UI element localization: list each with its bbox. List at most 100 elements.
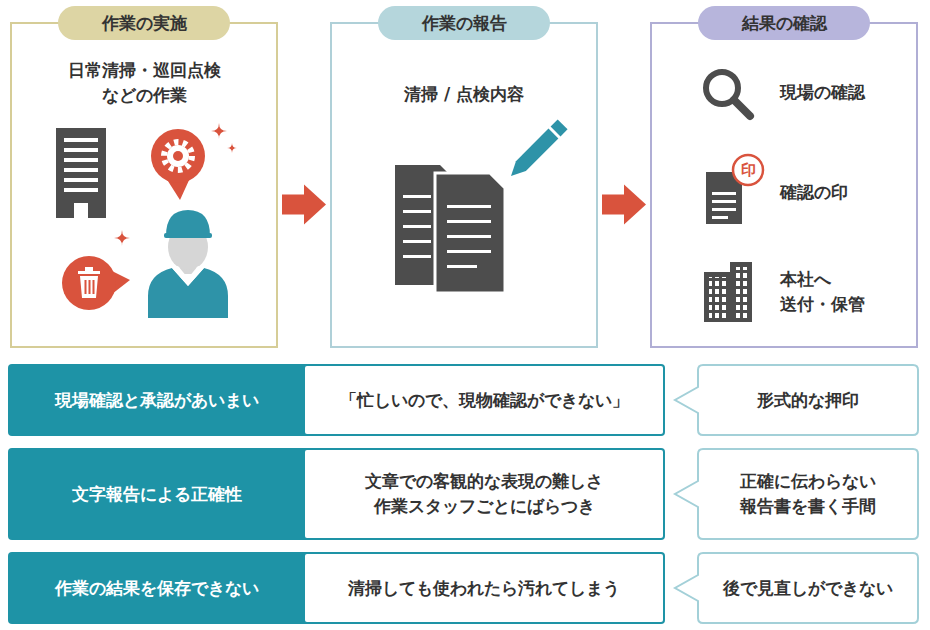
office-building-icon: [64, 188, 98, 192]
result-text: 正確に伝わらない 報告書を書く手間: [740, 469, 876, 518]
text-slot: 清掃 / 点検内容: [332, 82, 596, 107]
result-callout: 後で見直しができない: [697, 552, 919, 624]
magnifier-icon: [706, 72, 750, 116]
office-building-icon: [64, 138, 98, 142]
pencil-icon: [551, 119, 568, 136]
report-documents-icon: [395, 165, 505, 293]
stamp-label: 印: [741, 163, 756, 178]
stamped-document-icon: [712, 216, 728, 219]
gear-bubble-icon: [151, 129, 205, 183]
report-documents-icon: [403, 255, 431, 258]
flow-arrow: [282, 185, 326, 225]
office-building-icon: [64, 148, 98, 152]
label-slot: 印: [741, 163, 756, 178]
process-panel: 結果の確認現場の確認確認の印本社へ 送付・保管: [650, 22, 918, 348]
text-slot: 形式的な押印: [697, 364, 919, 436]
flow-arrow: [602, 185, 646, 225]
head-office-building-icon: [709, 277, 728, 319]
callout-outline: [675, 365, 918, 435]
office-building-icon: [64, 158, 98, 162]
stamped-document-icon: [706, 155, 763, 224]
report-documents-icon: [447, 250, 491, 253]
trash-bubble-icon: [93, 280, 95, 294]
report-documents-icon: [447, 205, 491, 208]
stamped-document-icon: [733, 155, 763, 185]
text-line: 送付・保管: [780, 292, 865, 317]
head-office-building-icon: [704, 262, 752, 322]
text-slot: 「忙しいので、現物確認ができない」: [305, 366, 663, 434]
step-item-label: 現場の確認: [780, 80, 865, 105]
report-documents-icon: [403, 210, 431, 213]
issue-row: 現場確認と承認があいまい 「忙しいので、現物確認ができない」: [8, 364, 665, 436]
office-building-icon: [64, 168, 98, 172]
office-building-icon: [64, 178, 98, 182]
report-documents-icon: [447, 220, 491, 223]
issue-row: 作業の結果を保存できない 清掃しても使われたら汚れてしまう: [8, 552, 665, 624]
text-line: などの作業: [68, 83, 221, 108]
issue-row: 文字報告による正確性 文章での客観的な表現の難しさ 作業スタッフごとにばらつき: [8, 448, 665, 540]
panel-subtitle: 日常清掃・巡回点検 などの作業: [68, 58, 221, 107]
text-slot: 清掃しても使われたら汚れてしまう: [305, 554, 663, 622]
text-line: 報告書を書く手間: [740, 494, 876, 519]
stamped-document-icon: [712, 200, 736, 203]
trash-bubble-icon: [62, 256, 130, 310]
worker-figure: [166, 210, 210, 236]
issue-label: 作業の結果を保存できない: [55, 576, 259, 601]
sparkle-icon: [114, 123, 237, 246]
step-item-label: 確認の印: [780, 180, 848, 205]
panel-heading: 作業の報告: [422, 11, 507, 36]
issue-detail-box: 清掃しても使われたら汚れてしまう: [305, 554, 663, 622]
issue-label: 現場確認と承認があいまい: [55, 388, 259, 413]
report-documents-icon: [403, 240, 431, 243]
panel-heading: 結果の確認: [742, 11, 827, 36]
report-documents-icon: [447, 235, 491, 238]
sparkle-icon: [114, 230, 130, 246]
issue-detail: 文章での客観的な表現の難しさ 作業スタッフごとにばらつき: [365, 469, 603, 518]
text-line: 日常清掃・巡回点検: [68, 58, 221, 83]
gear-bubble-icon: [167, 145, 189, 167]
trash-bubble-icon: [85, 267, 93, 271]
issue-detail: 「忙しいので、現物確認ができない」: [340, 388, 629, 413]
trash-bubble-icon: [80, 276, 98, 298]
issue-detail: 清掃しても使われたら汚れてしまう: [348, 576, 620, 601]
step-item-label: 本社へ 送付・保管: [780, 267, 865, 316]
worker-figure: [164, 233, 212, 238]
result-text: 形式的な押印: [757, 388, 859, 413]
pencil-icon: [506, 119, 568, 181]
result-text: 後で見直しができない: [723, 576, 893, 601]
worker-figure: [148, 268, 228, 318]
worker-figure: [148, 210, 228, 318]
stamped-document-icon: [712, 192, 736, 195]
text-slot: 現場の確認: [780, 80, 865, 105]
report-documents-icon: [403, 195, 431, 198]
trash-bubble-icon: [89, 280, 91, 294]
callout-outline: [675, 553, 918, 623]
callout-outline: [675, 449, 918, 539]
gear-bubble-icon: [151, 129, 205, 200]
trash-bubble-icon: [85, 280, 87, 294]
issue-detail-box: 文章での客観的な表現の難しさ 作業スタッフごとにばらつき: [305, 450, 663, 538]
head-office-building-icon: [704, 262, 752, 322]
text-line: 文章での客観的な表現の難しさ: [365, 469, 603, 494]
office-building-icon: [56, 128, 106, 218]
report-documents-icon: [447, 265, 477, 268]
sparkle-icon: [211, 123, 227, 139]
issue-label: 文字報告による正確性: [72, 482, 242, 507]
report-documents-icon: [403, 225, 431, 228]
trash-bubble-icon: [78, 271, 100, 274]
text-line: 正確に伝わらない: [740, 469, 876, 494]
header-pill: 結果の確認: [698, 6, 870, 40]
text-slot: 日常清掃・巡回点検 などの作業: [12, 58, 276, 107]
worker-figure: [172, 266, 204, 286]
gear-bubble-icon: [164, 142, 192, 170]
text-line: 本社へ: [780, 267, 865, 292]
result-callout: 形式的な押印: [697, 364, 919, 436]
process-panel: 作業の報告清掃 / 点検内容: [330, 22, 598, 348]
issue-detail-box: 「忙しいので、現物確認ができない」: [305, 366, 663, 434]
gear-bubble-icon: [173, 151, 183, 161]
office-building-icon: [74, 203, 88, 218]
process-panel: 作業の実施日常清掃・巡回点検 などの作業: [10, 22, 278, 348]
panel-heading: 作業の実施: [102, 11, 187, 36]
panel-subtitle: 清掃 / 点検内容: [404, 82, 524, 107]
header-pill: 作業の報告: [378, 6, 550, 40]
